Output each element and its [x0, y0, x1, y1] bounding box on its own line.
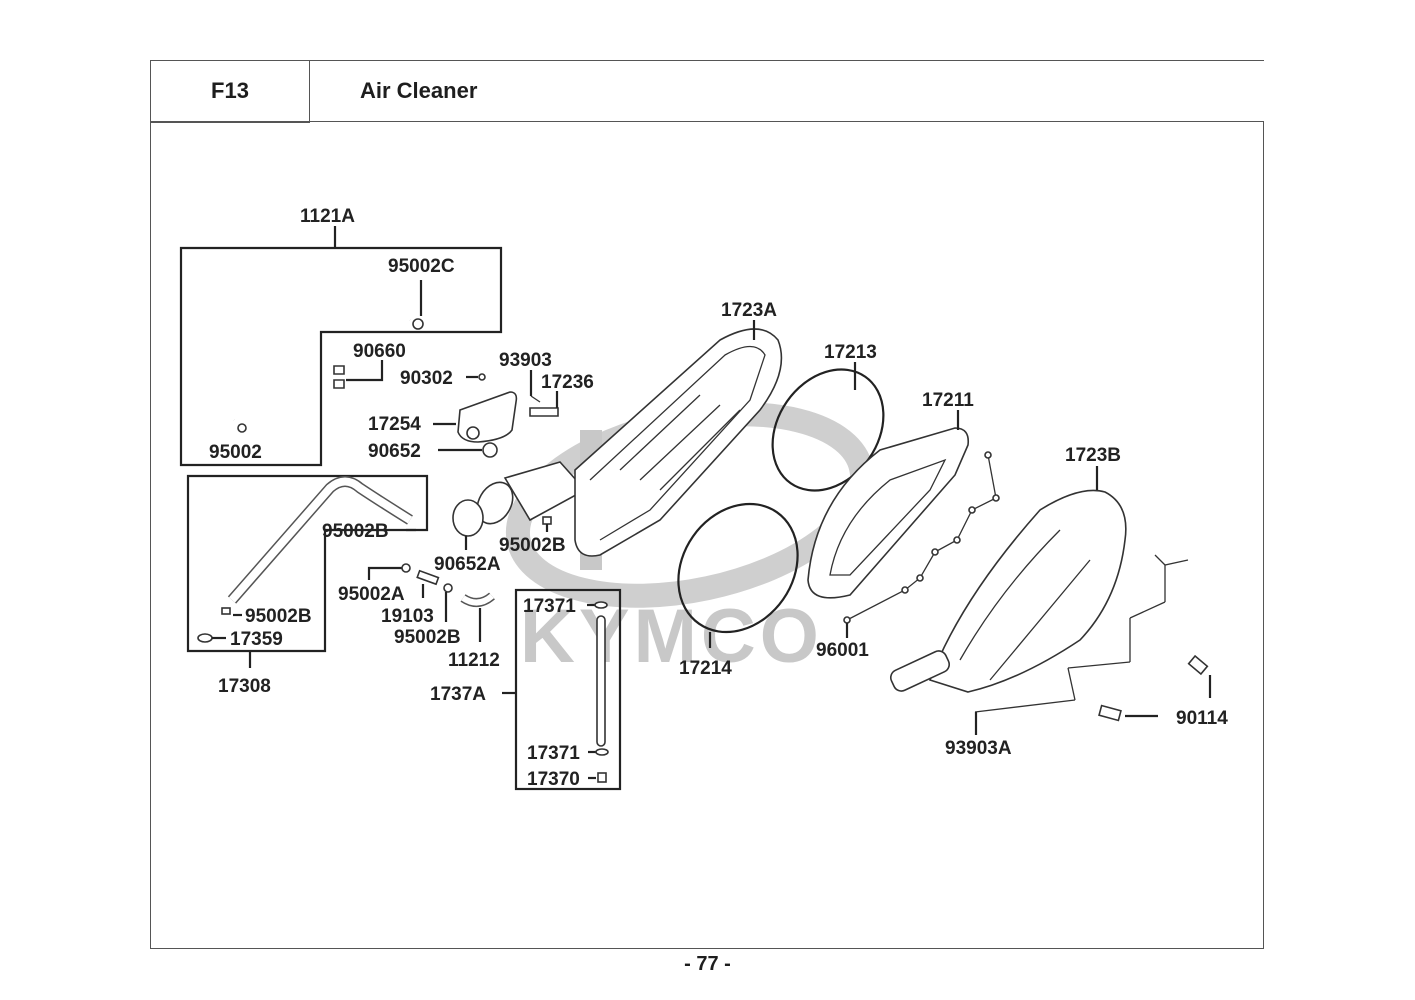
bracket-90660 — [333, 360, 384, 389]
callout-95002B-left[interactable]: 95002B — [245, 606, 312, 627]
screw-93903 — [529, 370, 541, 403]
callout-1723A[interactable]: 1723A — [721, 300, 777, 321]
callout-90302[interactable]: 90302 — [400, 368, 453, 389]
callout-93903A[interactable]: 93903A — [945, 738, 1012, 759]
callout-95002B-top[interactable]: 95002B — [322, 521, 389, 542]
drain-tube-1737A-box — [502, 588, 622, 791]
callout-19103[interactable]: 19103 — [381, 606, 434, 627]
seal-17214 — [677, 502, 799, 648]
callout-1121A[interactable]: 1121A — [300, 206, 355, 227]
air-cleaner-cover-1723B — [889, 466, 1127, 693]
callout-17211[interactable]: 17211 — [922, 390, 974, 411]
callout-1723B[interactable]: 1723B — [1065, 445, 1121, 466]
callout-95002B-low[interactable]: 95002B — [394, 627, 461, 648]
callout-17359[interactable]: 17359 — [230, 629, 283, 650]
screws-93903A — [974, 554, 1189, 735]
bracket-17236 — [529, 391, 559, 417]
callout-17370[interactable]: 17370 — [527, 769, 580, 790]
intake-duct — [452, 461, 587, 550]
callout-17213[interactable]: 17213 — [824, 342, 877, 363]
callout-96001[interactable]: 96001 — [816, 640, 869, 661]
section-title: Air Cleaner — [360, 78, 478, 103]
callout-17371-top[interactable]: 17371 — [523, 596, 576, 617]
callout-11212[interactable]: 11212 — [448, 650, 500, 671]
callout-17254[interactable]: 17254 — [368, 414, 421, 435]
callout-17371-bottom[interactable]: 17371 — [527, 743, 580, 764]
hose-assembly-17308-box — [186, 474, 429, 668]
callout-95002A[interactable]: 95002A — [338, 584, 405, 605]
callout-95002B-mid[interactable]: 95002B — [499, 535, 566, 556]
breather-tank-17254 — [433, 391, 518, 443]
screw-90302 — [466, 373, 486, 381]
callout-93903[interactable]: 93903 — [499, 350, 552, 371]
clamp-90652 — [438, 442, 498, 458]
diagram-frame — [150, 121, 1264, 949]
page-number: - 77 - — [684, 953, 731, 975]
callout-90652[interactable]: 90652 — [368, 441, 421, 462]
watermark-text: KYMCO — [520, 594, 823, 679]
callout-95002[interactable]: 95002 — [209, 442, 262, 463]
callout-90114[interactable]: 90114 — [1176, 708, 1228, 729]
screws-96001 — [843, 451, 1000, 638]
hose-assembly-1121A-box — [179, 226, 503, 467]
small-fittings — [367, 516, 552, 642]
callout-90660[interactable]: 90660 — [353, 341, 406, 362]
callout-17214[interactable]: 17214 — [679, 658, 732, 679]
callout-1737A[interactable]: 1737A — [430, 684, 486, 705]
callout-17308[interactable]: 17308 — [218, 676, 271, 697]
callout-95002C[interactable]: 95002C — [388, 256, 455, 277]
bolts-90114 — [1098, 654, 1212, 722]
section-code-cell — [150, 60, 310, 123]
callout-90652A[interactable]: 90652A — [434, 554, 501, 575]
callout-17236[interactable]: 17236 — [541, 372, 594, 393]
air-cleaner-case-1723A — [574, 320, 783, 557]
header-row-border — [150, 60, 1264, 123]
section-code: F13 — [211, 78, 249, 103]
part-callouts: 1121A 95002C 90660 90302 93903 17236 172… — [209, 206, 1228, 790]
filter-element-17211 — [807, 410, 970, 599]
